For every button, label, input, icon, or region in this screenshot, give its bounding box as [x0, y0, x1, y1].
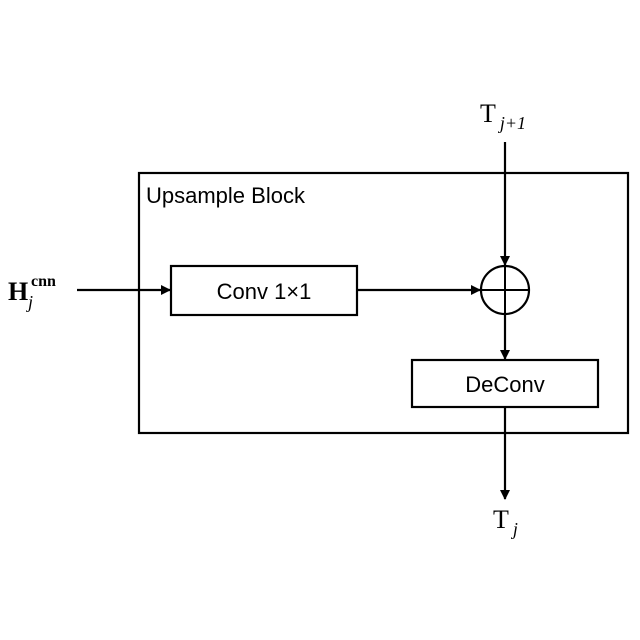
output-t-base: T	[493, 505, 509, 534]
input-t-next-base: T	[480, 99, 496, 128]
input-h-cnn-sub: j	[26, 292, 33, 312]
input-h-cnn-label: H cnn j	[8, 273, 60, 312]
deconv-node: DeConv	[412, 360, 598, 407]
conv-node: Conv 1×1	[171, 266, 357, 315]
input-t-next-sub: j+1	[498, 113, 526, 133]
deconv-label: DeConv	[465, 372, 544, 397]
output-t-sub: j	[511, 519, 518, 539]
conv-label: Conv 1×1	[217, 279, 312, 304]
input-h-cnn-sup: cnn	[31, 273, 56, 290]
input-t-next-label: T j+1	[480, 99, 526, 133]
input-h-cnn-base: H	[8, 277, 28, 306]
upsample-block-title: Upsample Block	[146, 183, 306, 208]
add-node	[481, 266, 529, 314]
output-t-label: T j	[493, 505, 518, 539]
